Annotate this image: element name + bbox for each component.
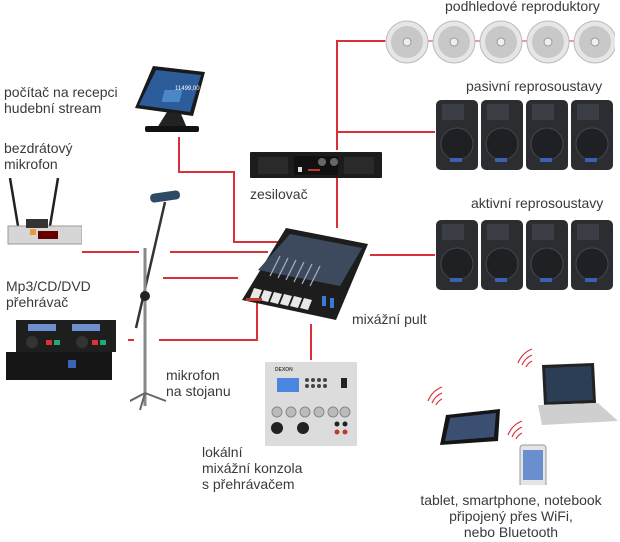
wire-pc-to-mixer (178, 137, 278, 243)
amplifier-icon (250, 152, 382, 182)
pa-speaker-icon (571, 100, 613, 170)
passive-speakers-group (436, 98, 616, 172)
wifi-signal-icon (427, 348, 533, 440)
pa-speaker-icon (526, 220, 568, 290)
reception-pc-label-line2: hudební stream (4, 100, 102, 116)
cd-player-label-line1: Mp3/CD/DVD (6, 278, 91, 294)
mixer-console-icon (240, 226, 370, 322)
pa-speaker-icon (481, 100, 523, 170)
ceiling-speaker-icon (385, 20, 429, 64)
active-speakers-label: aktivní reprosoustavy (471, 195, 604, 211)
ceiling-speaker-icon (526, 20, 570, 64)
pc-screen-amount: 11499,00 (175, 86, 200, 92)
ceiling-speakers-group (385, 20, 617, 64)
pa-speaker-icon (571, 220, 613, 290)
tablet-icon (440, 409, 500, 445)
active-speakers-group (436, 218, 616, 292)
pa-speaker-icon (436, 220, 478, 290)
wireless-devices-label-line1: tablet, smartphone, notebook (420, 492, 602, 508)
local-console-label-line1: lokální (202, 444, 243, 460)
wire-cd-to-mixer-b (159, 302, 258, 341)
microphone-stand-icon (127, 188, 190, 418)
ceiling-speakers-label: podhledové reproduktory (445, 0, 600, 14)
cd-player-icon (6, 318, 118, 384)
console-brand: DEXON (275, 367, 293, 373)
wireless-mic-label-line1: bezdrátový (4, 140, 73, 156)
stand-mic-label-line2: na stojanu (166, 383, 231, 399)
wireless-devices-group (420, 345, 620, 488)
amplifier-label: zesilovač (250, 186, 308, 202)
wall-console-icon: DEXON (265, 362, 357, 446)
passive-speakers-label: pasivní reprosoustavy (466, 78, 603, 94)
wireless-receiver-icon (6, 177, 83, 262)
ceiling-speaker-icon (573, 20, 617, 64)
local-console-label-line3: s přehrávačem (202, 476, 295, 492)
ceiling-speaker-icon (432, 20, 476, 64)
wireless-mic-label-line2: mikrofon (4, 156, 58, 172)
stand-mic-label-line1: mikrofon (166, 367, 220, 383)
pa-speaker-icon (481, 220, 523, 290)
wire-amp-to-ceiling (336, 40, 385, 150)
smartphone-icon (519, 444, 547, 488)
pa-speaker-icon (436, 100, 478, 170)
cd-player-label-line2: přehrávač (6, 294, 69, 310)
pa-speaker-icon (526, 100, 568, 170)
reception-pc-label-line1: počítač na recepci (4, 84, 118, 100)
mixer-label: mixážní pult (352, 311, 427, 327)
local-console-label-line2: mixážní konzola (202, 460, 303, 476)
touchscreen-pc-icon: 11499,00 (127, 64, 207, 136)
laptop-icon (538, 363, 618, 425)
wireless-devices-label-line3: nebo Bluetooth (463, 524, 559, 540)
ceiling-speaker-icon (479, 20, 523, 64)
wireless-devices-label-line2: připojený přes WiFi, (449, 508, 573, 524)
